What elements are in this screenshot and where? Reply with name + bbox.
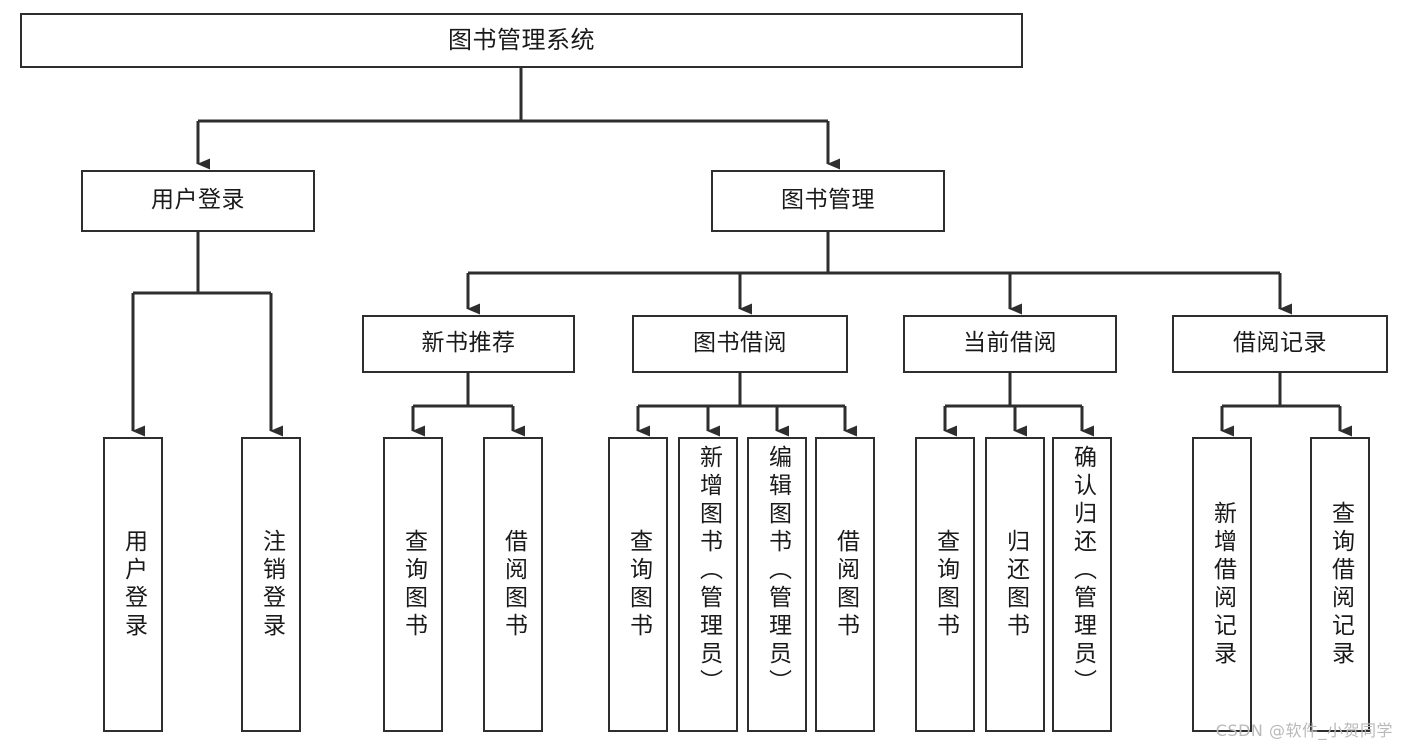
leaf-book-borrow-borrow-book[interactable]: 借阅图书 bbox=[815, 437, 875, 732]
leaf-new-book-query-book[interactable]: 查询图书 bbox=[383, 437, 443, 732]
node-label: 新增图书（管理员） bbox=[695, 445, 722, 697]
node-label: 新增借阅记录 bbox=[1209, 500, 1236, 669]
node-label: 查询图书 bbox=[932, 528, 959, 641]
node-book-management[interactable]: 图书管理 bbox=[711, 170, 945, 232]
leaf-borrow-record-query-record[interactable]: 查询借阅记录 bbox=[1310, 437, 1370, 732]
node-label: 查询借阅记录 bbox=[1327, 500, 1354, 669]
leaf-borrow-record-add-record[interactable]: 新增借阅记录 bbox=[1192, 437, 1252, 732]
node-label: 查询图书 bbox=[400, 528, 427, 641]
node-label: 注销登录 bbox=[258, 528, 285, 641]
node-borrow-record[interactable]: 借阅记录 bbox=[1172, 315, 1388, 373]
node-label: 归还图书 bbox=[1002, 528, 1029, 641]
node-new-book-recommend[interactable]: 新书推荐 bbox=[362, 315, 575, 373]
node-label: 图书借阅 bbox=[693, 330, 787, 357]
node-label: 图书管理 bbox=[781, 187, 875, 214]
leaf-new-book-borrow-book[interactable]: 借阅图书 bbox=[483, 437, 543, 732]
leaf-book-borrow-add-book-admin[interactable]: 新增图书（管理员） bbox=[678, 437, 738, 732]
leaf-user-login-login[interactable]: 用户登录 bbox=[103, 437, 163, 732]
node-label: 图书管理系统 bbox=[448, 26, 595, 55]
node-label: 确认归还（管理员） bbox=[1069, 445, 1096, 697]
node-user-login[interactable]: 用户登录 bbox=[81, 170, 315, 232]
node-label: 用户登录 bbox=[120, 528, 147, 641]
watermark: CSDN @软件_小贺同学 bbox=[1215, 721, 1393, 740]
leaf-current-borrow-query-book[interactable]: 查询图书 bbox=[915, 437, 975, 732]
node-label: 借阅图书 bbox=[500, 528, 527, 641]
node-label: 借阅图书 bbox=[832, 528, 859, 641]
leaf-book-borrow-edit-book-admin[interactable]: 编辑图书（管理员） bbox=[747, 437, 807, 732]
node-label: 当前借阅 bbox=[963, 330, 1057, 357]
leaf-current-borrow-confirm-return-admin[interactable]: 确认归还（管理员） bbox=[1052, 437, 1112, 732]
leaf-user-login-logout[interactable]: 注销登录 bbox=[241, 437, 301, 732]
leaf-current-borrow-return-book[interactable]: 归还图书 bbox=[985, 437, 1045, 732]
node-label: 编辑图书（管理员） bbox=[764, 445, 791, 697]
node-book-borrow[interactable]: 图书借阅 bbox=[632, 315, 848, 373]
node-label: 借阅记录 bbox=[1233, 330, 1327, 357]
node-root-book-management-system[interactable]: 图书管理系统 bbox=[20, 13, 1023, 68]
node-label: 新书推荐 bbox=[421, 330, 516, 357]
node-current-borrow[interactable]: 当前借阅 bbox=[903, 315, 1117, 373]
node-label: 用户登录 bbox=[151, 187, 245, 214]
leaf-book-borrow-query-book[interactable]: 查询图书 bbox=[608, 437, 668, 732]
node-label: 查询图书 bbox=[625, 528, 652, 641]
